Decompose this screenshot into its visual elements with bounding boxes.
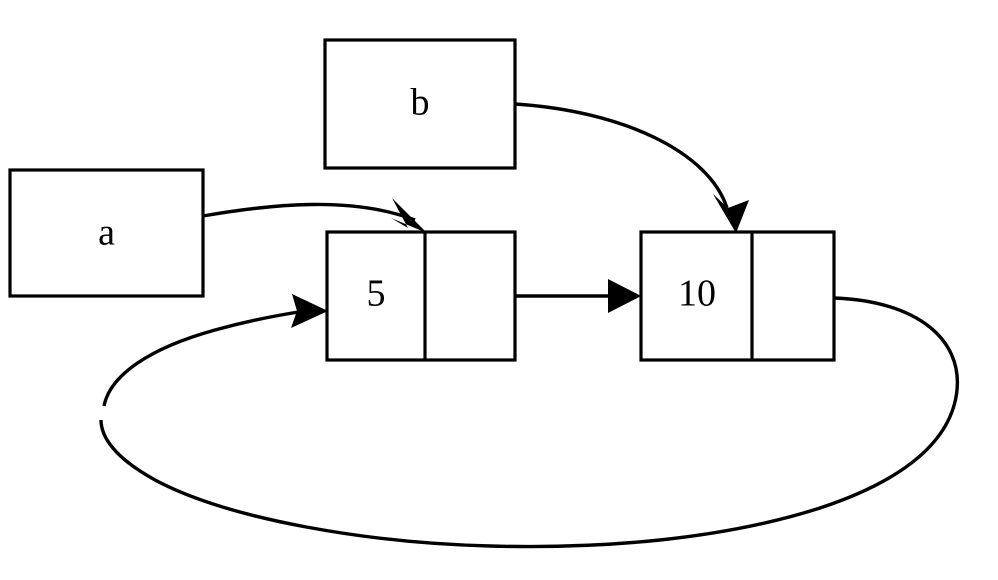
edge-b-to-node10-path	[514, 102, 729, 209]
edge-loop-arrowhead	[291, 294, 328, 328]
edge-loop-outer-path	[99, 296, 960, 549]
list-node-5-rect	[325, 230, 517, 362]
edge-node10-to-node5-loop	[99, 294, 960, 549]
list-node-10[interactable]: 10	[639, 230, 836, 362]
variable-a-rect	[8, 168, 205, 298]
edge-node5-to-node10	[515, 279, 641, 313]
edge-a-to-node5	[202, 198, 427, 233]
variable-b-label: b	[411, 82, 430, 124]
list-node-5-value: 5	[367, 273, 386, 315]
edge-a-to-node5-arrowhead	[391, 198, 427, 233]
list-node-5[interactable]: 5	[325, 230, 517, 362]
edge-loop-inner-path	[102, 309, 306, 407]
edge-b-to-node10	[514, 102, 749, 233]
variable-box-b[interactable]: b	[323, 38, 517, 170]
variable-b-rect	[323, 38, 517, 170]
edge-b-to-node10-arrowhead	[713, 194, 749, 233]
variable-box-a[interactable]: a	[8, 168, 205, 298]
list-node-10-value: 10	[678, 273, 716, 315]
list-node-10-rect	[639, 230, 836, 362]
edge-a-to-node5-path	[202, 202, 416, 222]
variable-a-label: a	[98, 212, 115, 254]
edge-node5-to-node10-arrowhead	[608, 279, 641, 313]
